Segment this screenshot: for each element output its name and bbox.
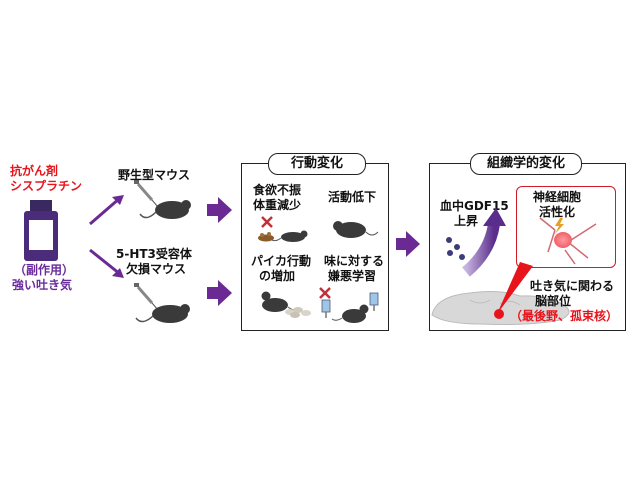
blood-line1: 血中GDF15 bbox=[440, 199, 509, 213]
activity-label: 活動低下 bbox=[328, 190, 377, 204]
neuron-line2: 活性化 bbox=[539, 205, 576, 219]
syringe-icon bbox=[134, 180, 159, 208]
histology-panel-title: 組織学的変化 bbox=[470, 153, 582, 175]
behavior-panel-title: 行動変化 bbox=[268, 153, 366, 175]
aversion-line1: 味に対する bbox=[324, 254, 385, 268]
neuron-line1: 神経細胞 bbox=[533, 190, 582, 204]
region-line3: （最後野、孤束核） bbox=[510, 309, 619, 323]
appetite-line2: 体重減少 bbox=[253, 198, 302, 212]
aversion-line2: 嫌悪学習 bbox=[328, 269, 377, 283]
knockout-label-line2: 欠損マウス bbox=[126, 262, 187, 276]
wild-type-label: 野生型マウス bbox=[118, 168, 191, 182]
branch-arrow-up bbox=[89, 195, 124, 226]
mouse-icon bbox=[139, 200, 191, 219]
drug-name-line1: 抗がん剤 bbox=[10, 164, 59, 178]
block-arrow-top bbox=[207, 197, 232, 223]
pica-line2: の増加 bbox=[259, 269, 296, 283]
block-arrow-bottom bbox=[207, 280, 232, 306]
drug-name-line2: シスプラチン bbox=[10, 179, 83, 193]
side-effect-line1: （副作用） bbox=[14, 263, 75, 277]
pica-line1: パイカ行動 bbox=[251, 254, 312, 268]
syringe-icon bbox=[134, 283, 159, 311]
side-effect-line2: 強い吐き気 bbox=[12, 278, 73, 292]
block-arrow-middle bbox=[396, 231, 420, 257]
branch-arrow-down bbox=[89, 248, 124, 278]
appetite-line1: 食欲不振 bbox=[253, 183, 302, 197]
drug-bottle-icon bbox=[24, 200, 58, 261]
region-line2: 脳部位 bbox=[535, 294, 572, 308]
knockout-label-line1: 5-HT3受容体 bbox=[116, 247, 192, 261]
blood-line2: 上昇 bbox=[454, 214, 479, 228]
mouse-icon bbox=[135, 304, 190, 323]
region-line1: 吐き気に関わる bbox=[530, 279, 615, 293]
